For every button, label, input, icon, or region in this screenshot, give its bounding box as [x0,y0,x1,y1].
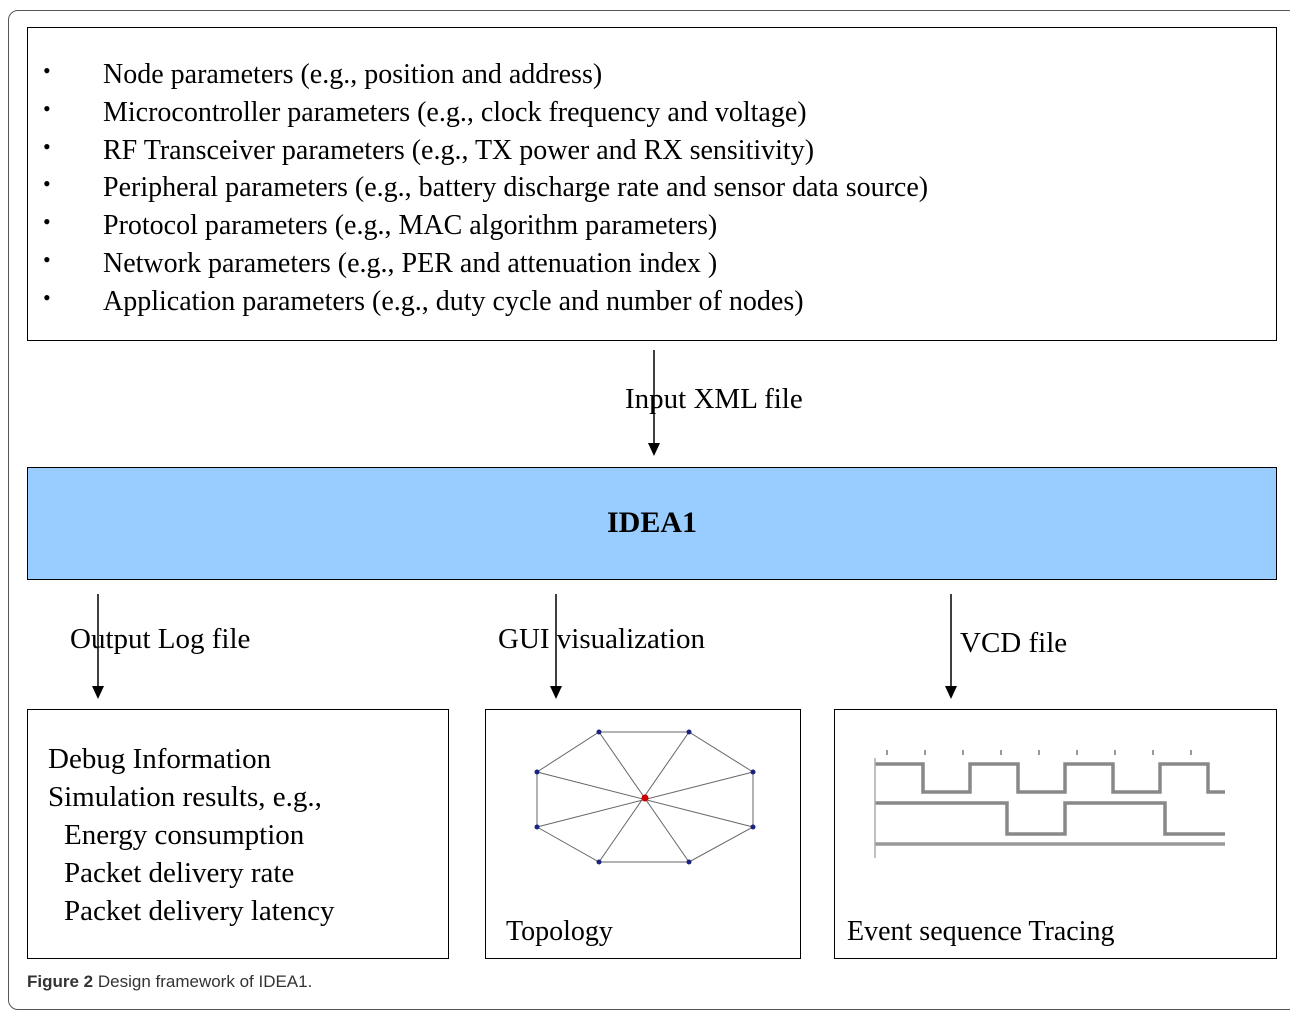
bullet: • [43,246,51,272]
arrowhead-input-xml [648,443,660,456]
parameter-text: Microcontroller parameters (e.g., clock … [103,96,807,128]
topology-caption: Topology [506,916,613,947]
topology-node [596,729,602,735]
topology-node [596,859,602,865]
parameter-text: RF Transceiver parameters (e.g., TX powe… [103,134,815,166]
parameter-text: Network parameters (e.g., PER and attenu… [103,247,718,279]
bullet: • [43,284,51,310]
data-signal-a [875,801,1225,836]
parameter-box: • Node parameters (e.g., position and add… [27,27,1277,341]
bullet: • [43,95,51,121]
bullet: • [43,209,51,235]
log-output-box: Debug Information Simulation results, e.… [27,709,449,959]
log-line-latency: Packet delivery latency [64,895,335,927]
parameter-text: Application parameters (e.g., duty cycle… [103,285,804,317]
gui-visualization-label: GUI visualization [498,623,705,655]
topology-center-node [641,794,649,802]
idea1-title: IDEA1 [606,506,697,539]
log-line-delivery-rate: Packet delivery rate [64,857,295,889]
bullet: • [43,58,51,83]
topology-node [534,824,540,830]
figure-label: Figure 2 [27,972,94,991]
log-line-debug: Debug Information [48,743,272,775]
event-trace-box: Event sequence Tracing [834,709,1277,959]
arrowhead-gui [550,686,562,699]
topology-graph [534,729,756,865]
parameter-text: Peripheral parameters (e.g., battery dis… [103,172,929,204]
bullet: • [43,171,51,197]
log-line-results: Simulation results, e.g., [48,781,322,813]
clock-signal [875,762,1225,794]
parameter-text: Protocol parameters (e.g., MAC algorithm… [103,210,718,242]
topology-node [686,729,692,735]
bullet: • [43,133,51,159]
vcd-file-label: VCD file [960,627,1068,659]
output-log-label: Output Log file [70,623,251,655]
topology-node [750,824,756,830]
topology-box: Topology [485,709,801,959]
topology-node [750,769,756,775]
arrowhead-vcd [945,686,957,699]
trace-caption: Event sequence Tracing [847,916,1115,947]
topology-node [686,859,692,865]
waveform-trace [874,750,1225,858]
figure-caption-text: Design framework of IDEA1. [97,972,313,991]
arrowhead-output-log [92,686,104,699]
figure-caption: Figure 2 Design framework of IDEA1. [27,972,312,992]
idea1-block: IDEA1 [27,467,1277,580]
topology-node [534,769,540,775]
log-line-energy: Energy consumption [64,819,305,851]
parameter-text: Node parameters (e.g., position and addr… [103,59,603,90]
